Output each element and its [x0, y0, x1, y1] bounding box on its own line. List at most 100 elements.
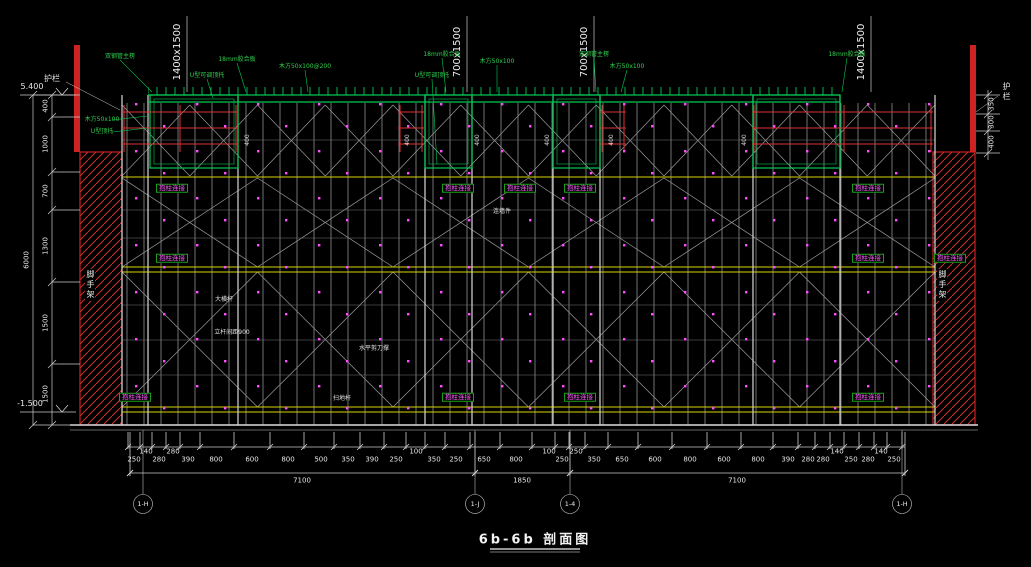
- bottom-dim-label: 100: [542, 447, 556, 456]
- callout-label: 木方50x100: [84, 116, 120, 123]
- bottom-dim-label: 800: [751, 455, 765, 464]
- bottom-dim-label: 650: [477, 455, 491, 464]
- right-dim-label: 300: [987, 115, 996, 129]
- callout-label: 木方50x100: [479, 58, 515, 65]
- right-red-strip: [970, 45, 976, 152]
- bottom-dim-label: 280: [152, 455, 166, 464]
- column-connector-box: 抱柱连接: [564, 392, 596, 402]
- node-markers: [122, 103, 935, 425]
- mid-dim-label: 400: [544, 134, 551, 146]
- bottom-total-label: 1850: [513, 476, 531, 485]
- mid-dim-label: 400: [474, 134, 481, 146]
- bottom-dim-label: 350: [587, 455, 601, 464]
- bottom-dim-label: 250: [449, 455, 463, 464]
- bottom-dim-label: 280: [801, 455, 815, 464]
- column-connector-box: 抱柱连接: [564, 183, 596, 193]
- bottom-total-label: 7100: [293, 476, 311, 485]
- bottom-dim-label: 350: [341, 455, 355, 464]
- column-connector-box: 抱柱连接: [442, 392, 474, 402]
- bottom-dim-label: 250: [569, 447, 583, 456]
- drawing-title: 6b-6b 剖面图: [478, 532, 592, 548]
- bottom-dim-label: 390: [781, 455, 795, 464]
- bottom-dim-label: 800: [281, 455, 295, 464]
- column-connector-box: 抱柱连接: [852, 253, 884, 263]
- bottom-dim-label: 280: [166, 447, 180, 456]
- guardrail-label-right: 护栏: [1001, 81, 1011, 103]
- mid-dim-label: 400: [741, 134, 748, 146]
- left-total-dim-label: 6000: [22, 251, 31, 269]
- bottom-dim-label: 800: [209, 455, 223, 464]
- scaffold-label-left: 脚手架: [85, 269, 95, 301]
- elevation-marks: [20, 87, 76, 413]
- callout-label: U型可调顶托: [414, 72, 450, 79]
- bottom-dim-label: 390: [181, 455, 195, 464]
- mid-dim-label: 400: [244, 134, 251, 146]
- column-connector-box: 抱柱连接: [852, 183, 884, 193]
- mid-dim-label: 400: [404, 134, 411, 146]
- callout-label: 水平剪刀撑: [358, 345, 390, 352]
- elevation-top-label: 5.400: [20, 82, 44, 91]
- callout-label: 18mm胶合板: [828, 51, 866, 58]
- bottom-dim-label: 600: [648, 455, 662, 464]
- guardrail-label-left: 护栏: [43, 74, 61, 84]
- axis-bubble-label: 1-4: [564, 499, 576, 508]
- column-connector-box: 抱柱连接: [156, 183, 188, 193]
- bottom-dim-label: 600: [245, 455, 259, 464]
- left-red-strip: [74, 45, 80, 152]
- column-connector-box: 抱柱连接: [934, 253, 966, 263]
- top-label-leaders: [186, 16, 872, 92]
- callout-label: 立杆间距900: [214, 329, 250, 336]
- callout-label: 双钢管主楞: [104, 53, 136, 60]
- bottom-dim-label: 390: [365, 455, 379, 464]
- callout-leaders: [111, 57, 848, 165]
- left-dim-label: 1500: [41, 385, 50, 403]
- callout-label: U型顶托: [90, 128, 114, 135]
- bottom-dim-label: 250: [127, 455, 141, 464]
- right-dim-chain: [976, 90, 1000, 160]
- column-connector-box: 抱柱连接: [119, 392, 151, 402]
- guardrail-leaders: [65, 81, 999, 113]
- column-connector-box: 抱柱连接: [442, 183, 474, 193]
- column-connector-box: 抱柱连接: [156, 253, 188, 263]
- axis-bubble-label: 1-H: [896, 499, 908, 508]
- bottom-dim-label: 800: [509, 455, 523, 464]
- callout-label: 18mm胶合板: [423, 51, 461, 58]
- callout-label: 18mm胶合板: [218, 56, 256, 63]
- mid-dim-label: 400: [608, 134, 615, 146]
- left-dim-label: 1300: [41, 237, 50, 255]
- bottom-dim-label: 600: [717, 455, 731, 464]
- slab-joists: [148, 87, 840, 95]
- bottom-dim-label: 140: [830, 447, 844, 456]
- column-connector-box: 抱柱连接: [504, 183, 536, 193]
- axis-bubble-label: 1-H: [137, 499, 149, 508]
- bottom-dim-label: 140: [139, 447, 153, 456]
- bottom-dim-label: 800: [683, 455, 697, 464]
- left-dim-chain: [28, 90, 80, 430]
- callout-label: 连墙件: [492, 208, 512, 215]
- callout-label: 双钢管主楞: [578, 51, 610, 58]
- bottom-dim-label: 100: [409, 447, 423, 456]
- bottom-dim-label: 140: [874, 447, 888, 456]
- callout-label: U型可调顶托: [189, 72, 225, 79]
- left-dim-label: 400: [41, 99, 50, 113]
- axis-bubble-label: 1-J: [470, 499, 480, 508]
- left-dim-label: 1000: [41, 135, 50, 153]
- column-connector-box: 抱柱连接: [852, 392, 884, 402]
- left-dim-label: 1500: [41, 314, 50, 332]
- right-dim-label: 350: [987, 97, 996, 111]
- scaffold-label-right: 脚手架: [937, 269, 947, 301]
- bottom-dim-label: 350: [427, 455, 441, 464]
- bottom-dim-label: 280: [816, 455, 830, 464]
- bottom-dim-label: 250: [887, 455, 901, 464]
- axis-grid: [133, 430, 912, 514]
- bottom-dim-label: 650: [615, 455, 629, 464]
- callout-label: 扫地杆: [332, 395, 352, 402]
- bottom-dim-label: 250: [389, 455, 403, 464]
- bottom-dim-label: 280: [861, 455, 875, 464]
- right-dim-label: 400: [987, 135, 996, 149]
- callout-label: 木方50x100@200: [278, 63, 332, 70]
- bottom-total-label: 7100: [728, 476, 746, 485]
- elevation-bottom-label: -1.500: [17, 399, 43, 408]
